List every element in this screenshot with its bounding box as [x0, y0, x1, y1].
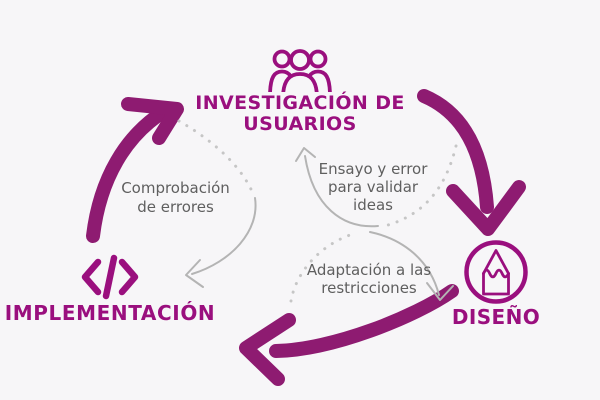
annotation-error-check-line1: Comprobación — [121, 179, 230, 197]
implementation-label-text: IMPLEMENTACIÓN — [4, 301, 216, 325]
annotation-constraints-line1: Adaptación a las — [306, 261, 432, 279]
feedback-arrowhead-to-implementation — [185, 259, 204, 288]
research-label: INVESTIGACIÓN DE USUARIOS — [195, 93, 405, 135]
arrowhead-research-to-design — [446, 180, 526, 236]
users-group-icon — [268, 49, 332, 92]
feedback-arrowhead-to-research — [295, 147, 316, 162]
feedback-arrowhead-to-design — [426, 282, 454, 301]
implementation-label: IMPLEMENTACIÓN — [5, 302, 216, 324]
arrow-research-to-design — [417, 89, 494, 214]
node-implementation: IMPLEMENTACIÓN — [0, 254, 220, 324]
feedback-implementation-to-design-solid — [369, 231, 440, 296]
annotation-trial-error: Ensayo y error para validar ideas — [303, 160, 443, 214]
design-label: DISEÑO — [452, 306, 540, 328]
arrowhead-design-to-implementation — [239, 313, 296, 386]
research-label-line2: USUARIOS — [243, 113, 357, 135]
feedback-research-to-implementation-solid — [191, 197, 257, 275]
annotation-trial-error-line3: ideas — [353, 196, 393, 214]
annotation-error-check-line2: de errores — [137, 198, 214, 216]
node-design: DISEÑO — [436, 238, 556, 328]
design-label-text: DISEÑO — [451, 305, 541, 329]
arrow-design-to-implementation — [269, 284, 459, 358]
arrow-implementation-to-research — [86, 105, 170, 243]
feedback-design-to-research-solid — [304, 155, 379, 228]
code-icon — [81, 254, 139, 300]
node-research: INVESTIGACIÓN DE USUARIOS — [140, 46, 460, 135]
feedback-design-to-research-dotted — [386, 144, 458, 227]
research-label-line1: INVESTIGACIÓN DE — [195, 92, 405, 114]
arrowhead-implementation-to-research — [121, 97, 184, 145]
feedback-research-to-implementation-dotted — [177, 119, 256, 198]
annotation-trial-error-line1: Ensayo y error — [318, 160, 428, 178]
feedback-implementation-to-design-dotted — [289, 231, 358, 303]
annotation-constraints-line2: restricciones — [321, 279, 417, 297]
annotation-trial-error-line2: para validar — [327, 178, 419, 196]
annotation-constraints: Adaptación a las restricciones — [293, 261, 445, 297]
pencil-circle-icon — [464, 240, 528, 304]
annotation-error-check: Comprobación de errores — [103, 179, 248, 217]
